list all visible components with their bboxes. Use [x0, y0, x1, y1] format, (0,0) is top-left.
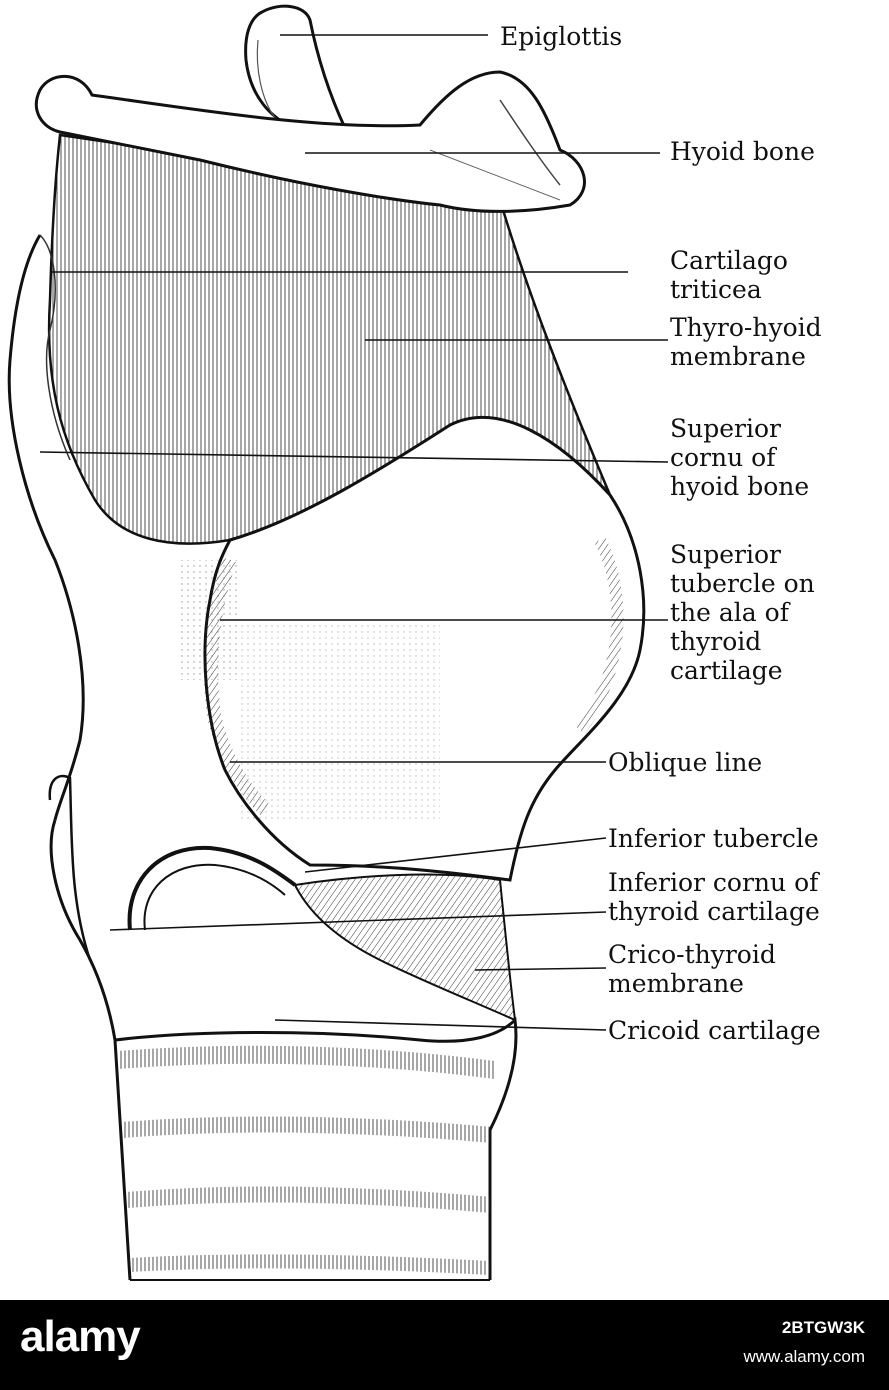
stock-logo: alamy: [20, 1312, 141, 1361]
leader-superior-cornu-hyoid: [39, 451, 669, 463]
trachea-rings: [117, 1045, 497, 1275]
label-epiglottis: Epiglottis: [500, 22, 623, 51]
leader-inferior-cornu-thyroid: [109, 911, 607, 931]
epiglottis-shape: [244, 4, 348, 132]
label-thyro-hyoid-membrane: Thyro-hyoid membrane: [670, 313, 822, 371]
stock-url: www.alamy.com: [743, 1347, 865, 1366]
leader-lines: [39, 34, 669, 1031]
label-superior-cornu-hyoid: Superior cornu of hyoid bone: [670, 414, 810, 501]
crico-thyroid-membrane-shape: [293, 873, 517, 1022]
larynx-left-outline: [49, 819, 132, 1281]
label-cartilago-triticea: Cartilago triticea: [670, 246, 788, 304]
label-superior-tubercle: Superior tubercle on the ala of thyroid …: [670, 540, 815, 685]
hyoid-bone-shape: [34, 70, 586, 213]
superior-cornu-shape: [7, 234, 85, 821]
label-hyoid-bone: Hyoid bone: [670, 137, 815, 166]
stock-image-id: 2BTGW3K: [781, 1318, 865, 1337]
label-inferior-cornu-thyroid: Inferior cornu of thyroid cartilage: [608, 868, 820, 926]
leader-cricoid-cartilage: [274, 1019, 607, 1031]
stock-watermark-banner: alamy 2BTGW3K www.alamy.com: [0, 1300, 889, 1390]
label-inferior-tubercle: Inferior tubercle: [608, 824, 819, 853]
inferior-cornu-shape: [127, 845, 297, 931]
label-cricoid-cartilage: Cricoid cartilage: [608, 1016, 821, 1045]
leader-inferior-tubercle: [304, 837, 607, 873]
leader-crico-thyroid-membrane: [474, 967, 607, 971]
label-oblique-line: Oblique line: [608, 748, 763, 777]
cricoid-cartilage-shape: [114, 1016, 518, 1280]
label-crico-thyroid-membrane: Crico-thyroid membrane: [608, 940, 776, 998]
larynx-illustration: [7, 4, 669, 1281]
